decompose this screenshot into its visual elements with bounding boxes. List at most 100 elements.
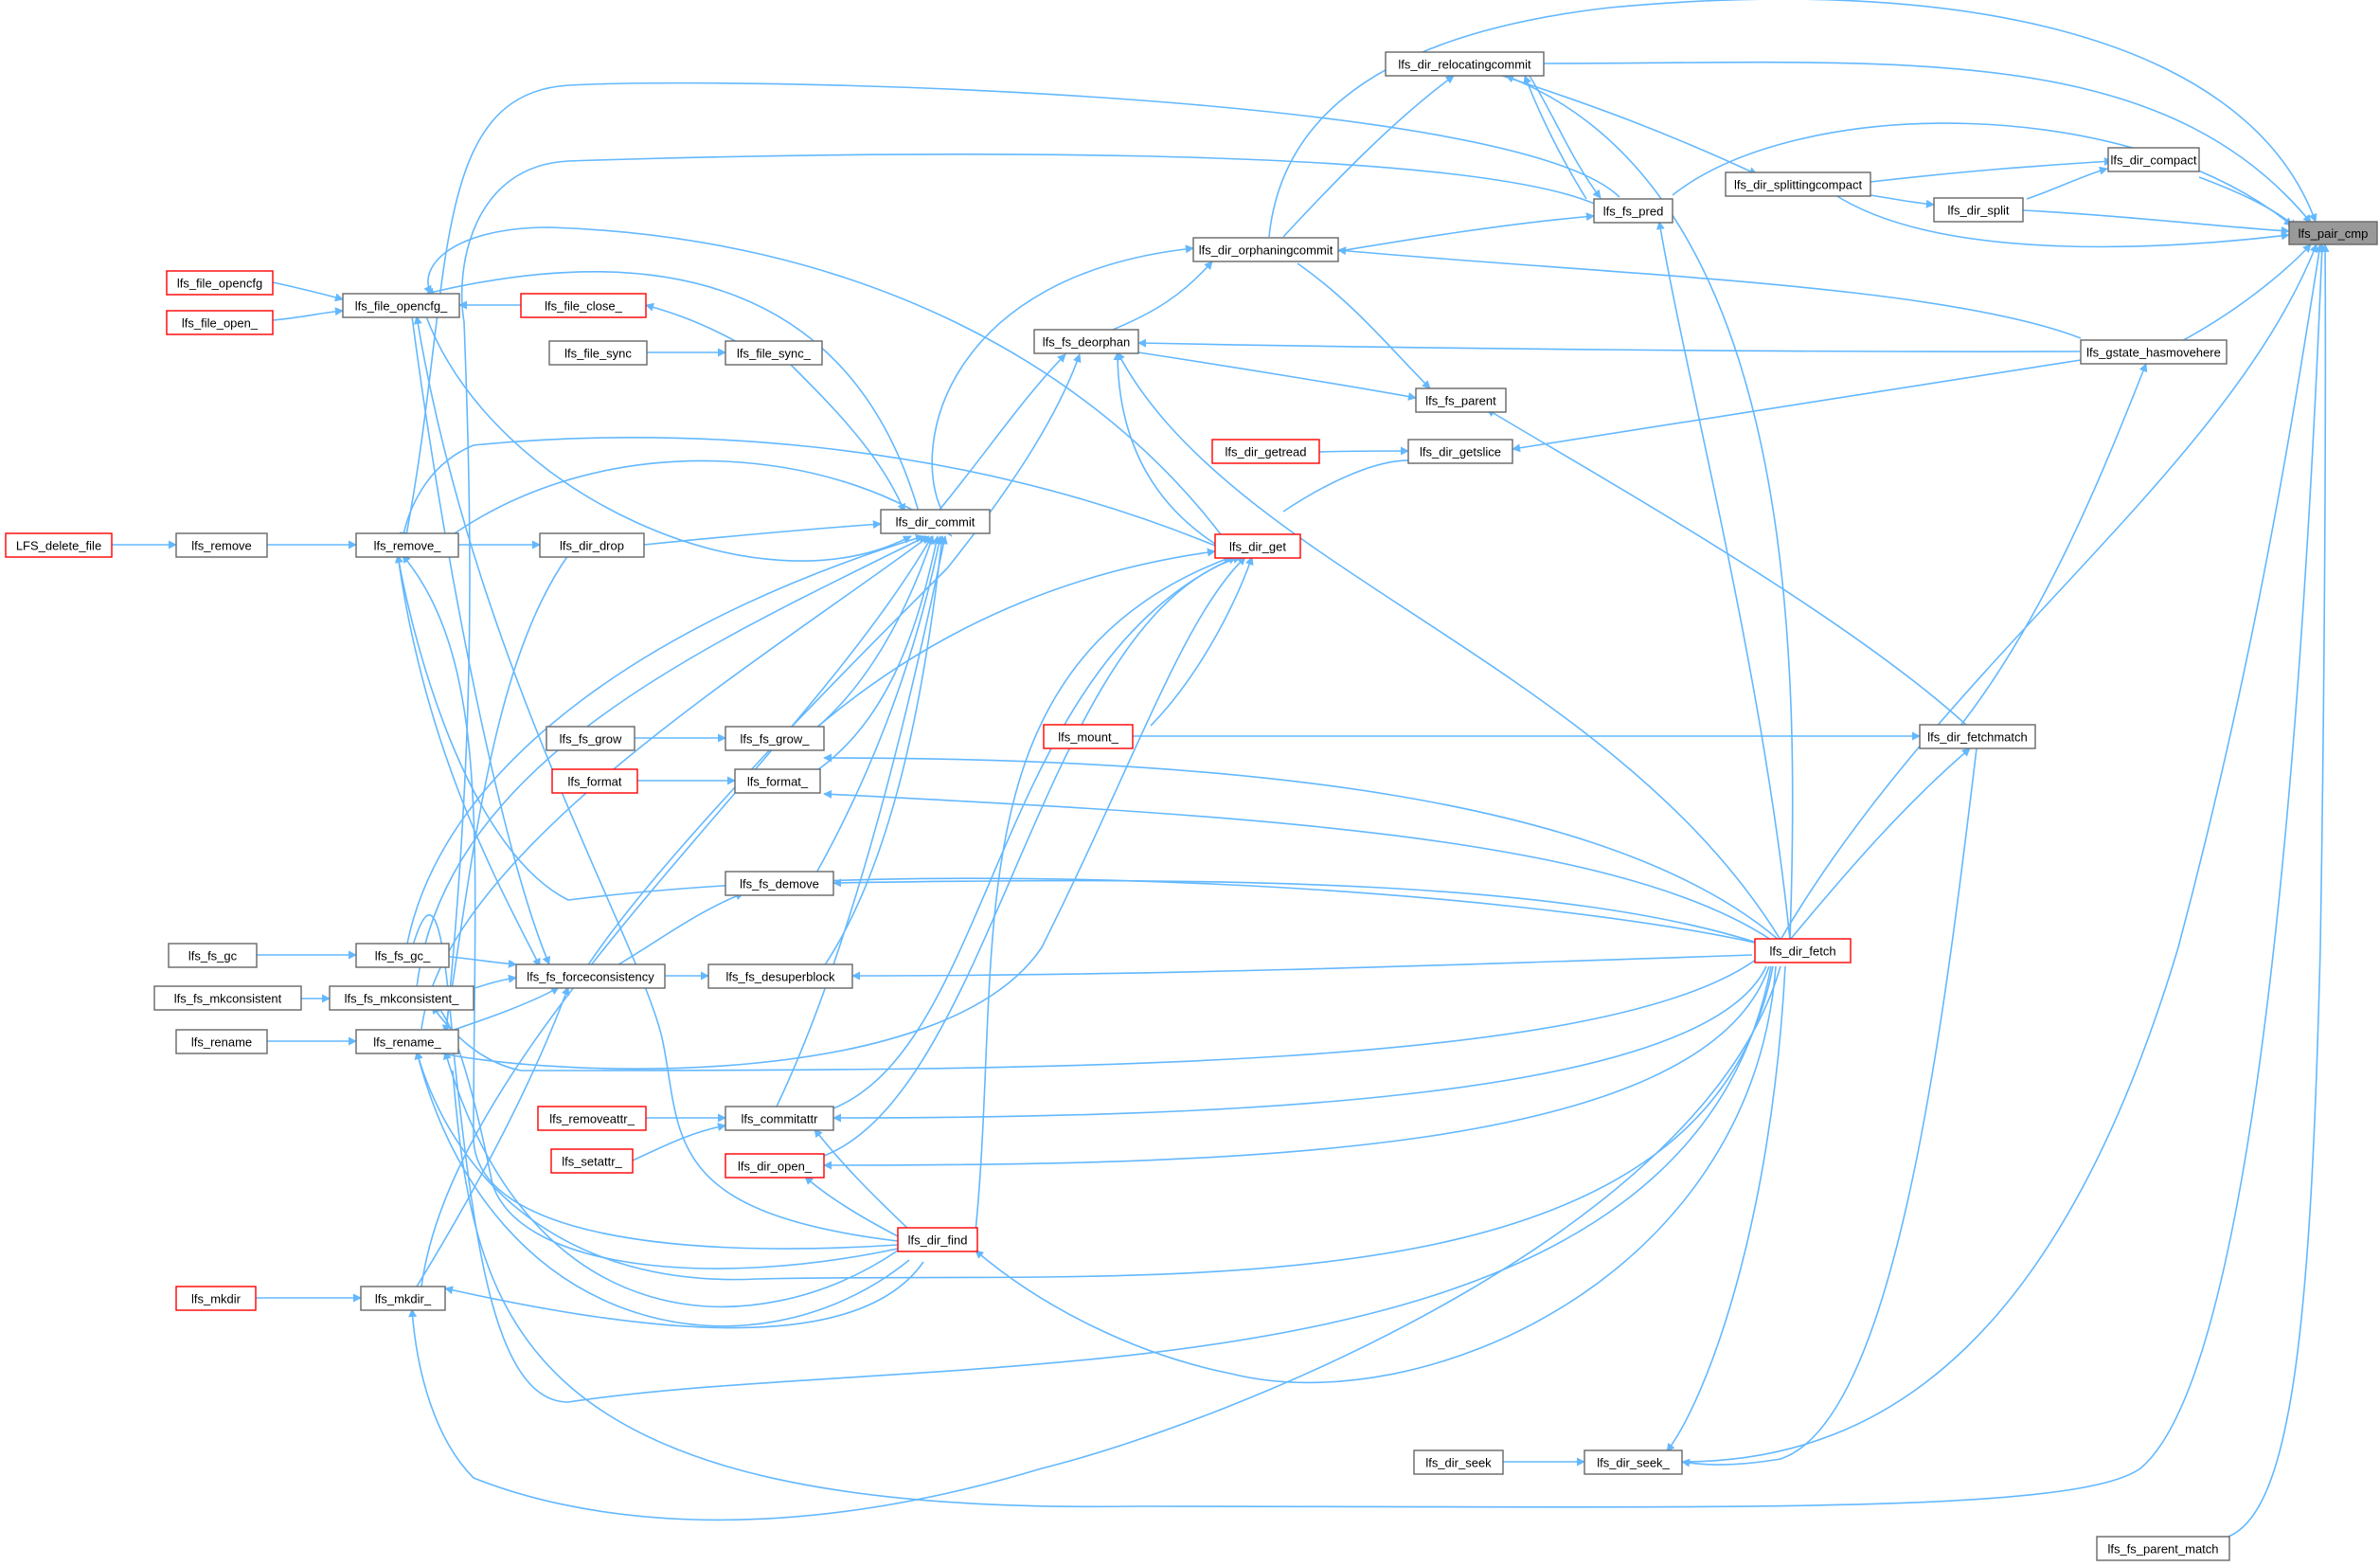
node-lfs-setattr-[interactable]: lfs_setattr_ [550,1148,634,1174]
node-label: lfs_dir_getread [1226,445,1307,459]
node-label: lfs_dir_drop [560,539,624,553]
node-label: lfs_mount_ [1058,730,1118,745]
node-lfs-rename[interactable]: lfs_rename [175,1029,268,1054]
node-lfs-file-sync[interactable]: lfs_file_sync [548,340,648,366]
node-lfs-mkdir-[interactable]: lfs_mkdir_ [360,1286,446,1311]
node-lfs-fs-grow-[interactable]: lfs_fs_grow_ [725,726,825,751]
edge-commit-to-deorphan [939,353,1066,511]
edge-fetch-to-desuperblock [851,954,1753,981]
node-lfs-dir-fetchmatch[interactable]: lfs_dir_fetchmatch [1919,724,2036,749]
node-label: lfs_setattr_ [562,1155,622,1169]
node-label: lfs_fs_pred [1603,205,1664,219]
node-lfs-format-[interactable]: lfs_format_ [734,768,821,794]
node-lfs-remove-[interactable]: lfs_remove_ [355,532,459,558]
node-lfs-fs-forceconsistency[interactable]: lfs_fs_forceconsistency [515,963,666,989]
node-box [725,1106,834,1131]
node-lfs-mkdir[interactable]: lfs_mkdir [175,1286,257,1311]
node-label: lfs_fs_demove [740,877,819,891]
edge-opencfg-to-commit [425,315,912,562]
node-lfs-removeattr-[interactable]: lfs_removeattr_ [537,1106,647,1131]
node-lfs-fs-demove[interactable]: lfs_fs_demove [725,871,834,896]
node-lfs-file-sync-[interactable]: lfs_file_sync_ [725,340,823,366]
node-lfs-delete-file[interactable]: LFS_delete_file [5,532,113,558]
node-lfs-commitattr[interactable]: lfs_commitattr [725,1106,834,1131]
node-box [725,340,823,366]
edge-splittingcompact-to-pair-cmp [1832,192,2290,248]
node-lfs-dir-fetch[interactable]: lfs_dir_fetch [1754,938,1852,963]
node-lfs-mount-[interactable]: lfs_mount_ [1043,724,1134,749]
edge-splittingcompact-to-compact [1870,157,2113,183]
node-lfs-fs-mkconsistent[interactable]: lfs_fs_mkconsistent [153,985,302,1011]
node-box [725,726,825,751]
node-lfs-fs-gc-[interactable]: lfs_fs_gc_ [355,943,450,968]
node-lfs-dir-relocatingcommit[interactable]: lfs_dir_relocatingcommit [1385,51,1545,77]
node-lfs-rename-[interactable]: lfs_rename_ [355,1029,459,1054]
node-box [2288,221,2378,245]
edge-fetch-to-pair-cmp [1780,243,2318,941]
node-lfs-fs-grow[interactable]: lfs_fs_grow [546,726,635,751]
node-label: lfs_fs_grow_ [741,732,811,747]
node-lfs-fs-gc[interactable]: lfs_fs_gc [168,943,258,968]
node-label: lfs_fs_deorphan [1043,335,1131,350]
node-label: lfs_dir_compact [2110,153,2196,168]
node-lfs-dir-commit[interactable]: lfs_dir_commit [880,509,991,534]
node-lfs-dir-split[interactable]: lfs_dir_split [1933,197,2024,223]
edge-orphaningcommit-to-pair-cmp [1268,0,2317,238]
edge-fs-pred-to-pair-cmp [1672,122,2293,226]
node-lfs-dir-compact[interactable]: lfs_dir_compact [2107,147,2200,172]
node-lfs-dir-drop[interactable]: lfs_dir_drop [539,532,645,558]
edge-fetch-to-format- [823,789,1772,941]
edge-dir-get-to-file-opencfg- [423,226,1225,539]
node-label: lfs_fs_forceconsistency [527,970,654,984]
node-label: lfs_mkdir [191,1292,242,1306]
node-label: lfs_dir_fetchmatch [1927,730,2028,745]
edge-file-open-to-opencfg- [272,307,344,321]
node-box [166,310,274,335]
edge-dir-get-to-deorphan [1113,351,1216,545]
node-lfs-fs-desuperblock[interactable]: lfs_fs_desuperblock [707,963,853,989]
node-box [707,963,853,989]
node-label: lfs_fs_desuperblock [726,970,835,984]
node-lfs-dir-open-[interactable]: lfs_dir_open_ [725,1153,825,1179]
edge-opencfg-to-forceconsistency [411,315,550,965]
node-label: lfs_dir_find [908,1233,968,1248]
node-lfs-dir-getread[interactable]: lfs_dir_getread [1211,439,1320,464]
node-lfs-file-opencfg[interactable]: lfs_file_opencfg [166,270,274,296]
node-lfs-format[interactable]: lfs_format [551,768,638,794]
node-lfs-remove[interactable]: lfs_remove [175,532,268,558]
node-lfs-dir-orphaningcommit[interactable]: lfs_dir_orphaningcommit [1192,237,1339,262]
node-lfs-fs-mkconsistent-[interactable]: lfs_fs_mkconsistent_ [329,985,474,1011]
edge-fetch-to-fs-pred [1655,221,1791,941]
node-box [520,293,647,318]
node-lfs-dir-find[interactable]: lfs_dir_find [897,1227,978,1252]
edge-file-sync-to-file-close [645,302,740,344]
node-box [539,532,645,558]
edge-dir-open-to-dir-get [823,554,1242,1157]
node-label: lfs_mkdir_ [375,1292,432,1306]
node-lfs-file-open-[interactable]: lfs_file_open_ [166,310,274,335]
node-label: lfs_rename_ [373,1035,441,1050]
edge-relocatingcommit-to-splittingcompact [1495,73,1758,175]
node-lfs-fs-deorphan[interactable]: lfs_fs_deorphan [1033,329,1139,354]
edge-commit-to-remove- [444,459,953,541]
node-lfs-file-close-[interactable]: lfs_file_close_ [520,293,647,318]
node-lfs-fs-parent-match[interactable]: lfs_fs_parent_match [2096,1536,2230,1561]
node-lfs-pair-cmp[interactable]: lfs_pair_cmp [2288,221,2378,245]
node-box [725,1153,825,1179]
node-lfs-dir-seek[interactable]: lfs_dir_seek [1413,1449,1504,1475]
node-lfs-dir-seek-[interactable]: lfs_dir_seek_ [1584,1449,1683,1475]
edge-fetch-to-demove [832,878,1758,944]
edge-fs-pred-to-rename- [441,153,1602,1043]
node-lfs-fs-pred[interactable]: lfs_fs_pred [1593,198,1673,224]
node-lfs-dir-get[interactable]: lfs_dir_get [1214,533,1301,559]
edge-fetch-to-deorphan [1117,351,1781,941]
edge-dir-seek-to-pair-cmp [1681,243,2324,1463]
edge-dir-find-to-opencfg- [413,315,899,1242]
node-lfs-fs-parent[interactable]: lfs_fs_parent [1415,387,1507,413]
node-lfs-dir-getslice[interactable]: lfs_dir_getslice [1407,439,1513,464]
node-lfs-gstate-hasmovehere[interactable]: lfs_gstate_hasmovehere [2080,339,2228,365]
node-lfs-dir-splittingcompact[interactable]: lfs_dir_splittingcompact [1725,171,1871,197]
edge-commitattr-to-dir-get [832,556,1237,1109]
node-label: lfs_fs_gc [188,949,238,963]
node-lfs-file-opencfg-[interactable]: lfs_file_opencfg_ [342,293,460,318]
